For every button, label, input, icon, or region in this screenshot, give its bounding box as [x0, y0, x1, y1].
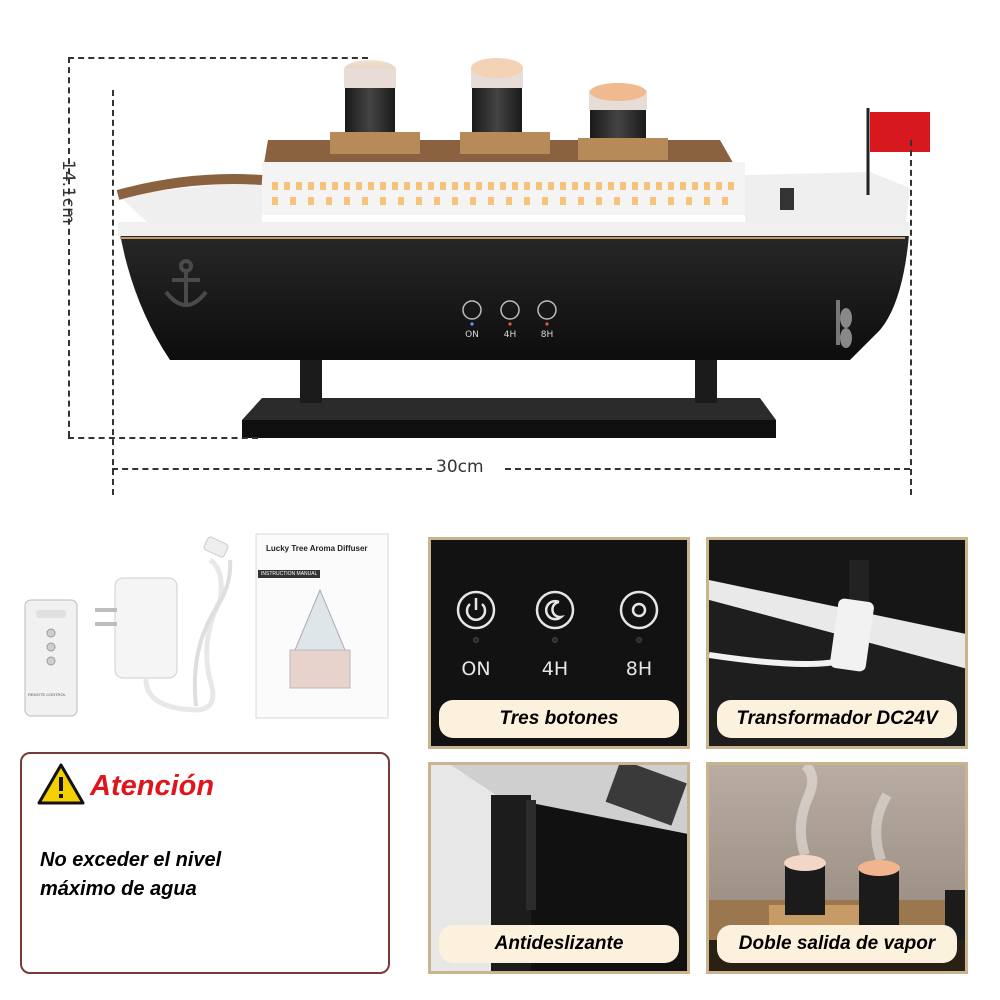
attention-text: No exceder el nivel máximo de agua [40, 849, 222, 900]
manual-subtitle: INSTRUCTION MANUAL [258, 570, 321, 578]
feature-tile-transformer: Transformador DC24V [706, 537, 968, 749]
feature-tile-buttons: ON 4H 8H Tres botones [428, 537, 690, 749]
height-dimension-line [68, 57, 70, 437]
remote-label: REMOTE CONTROL [28, 692, 66, 697]
button-label-4h: 4H [541, 658, 569, 680]
feature-caption-steam: Doble salida de vapor [717, 925, 957, 963]
moon-icon [535, 590, 575, 630]
warning-icon [37, 763, 85, 805]
feature-tile-antislip: Antideslizante [428, 762, 690, 974]
instruction-manual [255, 533, 389, 719]
ship-control-label-4h: 4H [503, 330, 517, 340]
feature-tile-steam: Doble salida de vapor [706, 762, 968, 974]
height-dimension-top [68, 57, 368, 59]
ship-control-panel [462, 300, 557, 320]
feature-caption-buttons: Tres botones [439, 700, 679, 738]
ship-control-label-8h: 8H [540, 330, 554, 340]
feature-caption-transformer: Transformador DC24V [717, 700, 957, 738]
button-label-on: ON [461, 658, 491, 680]
power-adapter [95, 536, 233, 713]
sun-icon [619, 590, 659, 630]
manual-title: Lucky Tree Aroma Diffuser [266, 544, 368, 553]
height-dimension-bottom [68, 437, 258, 439]
ship-control-label-on: ON [465, 330, 479, 340]
feature-caption-antislip: Antideslizante [439, 925, 679, 963]
ship-windows [272, 182, 734, 205]
button-label-8h: 8H [625, 658, 653, 680]
attention-box: Atención No exceder el nivel máximo de a… [20, 752, 390, 974]
width-dimension-right [910, 140, 912, 495]
smoke-stacks [344, 58, 647, 142]
package-contents: Lucky Tree Aroma Diffuser INSTRUCTION MA… [20, 530, 415, 730]
height-dimension-label: 14.1cm [58, 160, 78, 224]
ship-illustration [116, 58, 930, 438]
width-dimension-left [112, 90, 114, 495]
product-hero: 14.1cm 30cm [58, 57, 930, 495]
width-dimension-line-right [505, 468, 910, 470]
attention-title: Atención [90, 770, 215, 802]
width-dimension-line [112, 468, 432, 470]
anchor-icon [164, 259, 208, 307]
remote-control [24, 599, 78, 717]
power-icon [456, 590, 496, 630]
width-dimension-label: 30cm [436, 457, 484, 477]
